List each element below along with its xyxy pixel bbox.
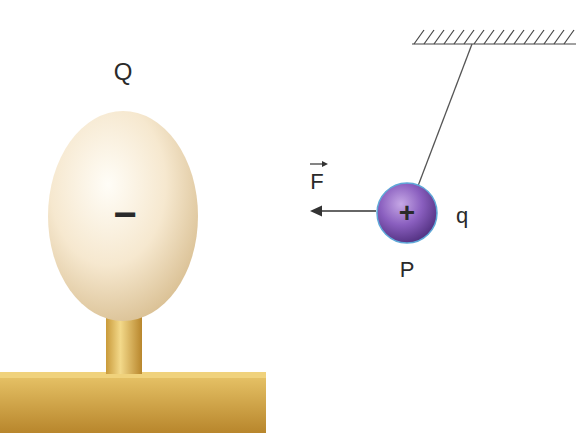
charged-sphere: Q− — [47, 110, 199, 322]
force-arrow — [310, 206, 376, 217]
charged-ball: + — [376, 182, 438, 244]
point-name: P — [400, 259, 415, 281]
charge-name: Q — [114, 60, 133, 84]
charge-name: q — [456, 205, 468, 227]
stand-base — [0, 372, 266, 433]
force-name: F — [310, 171, 323, 193]
vector-sign — [310, 161, 328, 167]
charge-sign: + — [399, 199, 415, 227]
charge-sign: − — [113, 194, 136, 234]
ceiling — [412, 30, 576, 44]
thread — [418, 44, 472, 186]
